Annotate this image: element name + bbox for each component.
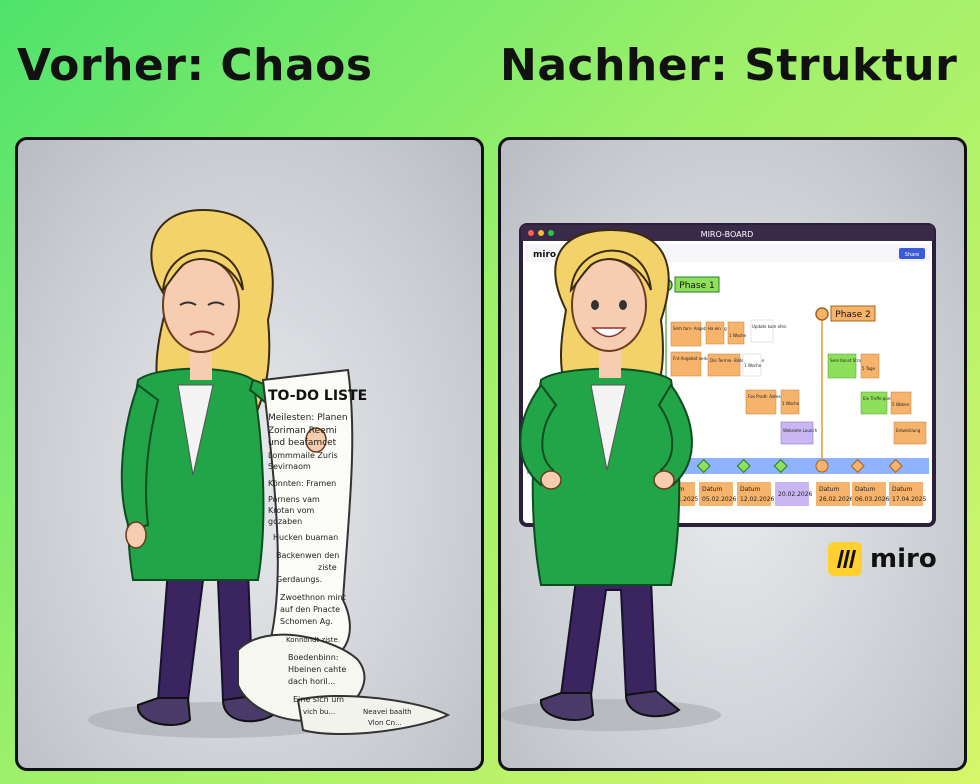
todo-line: Lommmaile Zuris bbox=[268, 451, 338, 460]
todo-line: Konnondt ziste. bbox=[286, 636, 340, 644]
date-value: 26.02.2026 bbox=[819, 496, 854, 503]
note-text: Update kam ofen bbox=[752, 324, 787, 329]
miro-wordmark: miro bbox=[870, 544, 937, 574]
todo-line: und beafamcet bbox=[268, 438, 337, 448]
date-label: Datum bbox=[819, 486, 839, 493]
note-text: Fox Prodt- Adresse bbox=[748, 394, 786, 399]
heading-before: Vorher: Chaos bbox=[17, 40, 373, 91]
note-text: 1 Woche bbox=[782, 401, 800, 406]
todo-line: Boedenbinn: bbox=[288, 653, 339, 662]
note-text: Smh tars- Angebot Auftrag bbox=[673, 326, 727, 331]
todo-line: dach horil... bbox=[288, 677, 335, 686]
sticky-note bbox=[707, 353, 741, 377]
sticky-note bbox=[670, 351, 702, 377]
sticky-note bbox=[742, 353, 762, 377]
sticky-note bbox=[860, 353, 880, 379]
note-text: 1 Woche bbox=[744, 363, 762, 368]
app-label[interactable]: miro bbox=[533, 250, 556, 260]
todo-line: Gerdaungs. bbox=[276, 575, 322, 584]
todo-line: Meilesten: Planen bbox=[268, 413, 348, 423]
todo-line: Könnten: Framen bbox=[268, 479, 336, 488]
miro-board-scene: MIRO-BOARD miro Share Phase 1 Phase 2 Sm… bbox=[501, 223, 936, 731]
note-text: Die Termin- Bilder zerstoen bbox=[710, 358, 765, 363]
todo-line: Schomen Ag. bbox=[280, 617, 333, 626]
phase2-label: Phase 2 bbox=[835, 310, 870, 320]
note-text: 5 Tage bbox=[862, 366, 876, 371]
confident-woman-illustration bbox=[501, 228, 721, 731]
date-value: 17.04.2025 bbox=[892, 496, 927, 503]
todo-line: ziste bbox=[318, 563, 337, 572]
date-row: Datum 23.01.2025 Datum 05.02.2026 Datum … bbox=[661, 482, 927, 506]
todo-line: Hbeinen cahte bbox=[288, 665, 346, 674]
note-text: Fnt Angebot verkaufen bbox=[673, 356, 719, 361]
share-button[interactable] bbox=[899, 248, 925, 259]
date-value: 06.03.2026 bbox=[855, 496, 890, 503]
sticky-note bbox=[780, 389, 800, 415]
sticky-note bbox=[780, 421, 814, 445]
note-text: Ein Treffe quelle bbox=[863, 396, 896, 401]
date-label: Datum bbox=[892, 486, 912, 493]
miro-logo: miro bbox=[828, 542, 937, 576]
todo-line: Sevirnaom bbox=[268, 462, 311, 471]
share-button-label: Share bbox=[905, 252, 919, 258]
todo-line: Eine sich um bbox=[293, 695, 344, 704]
sticky-note bbox=[827, 353, 857, 379]
sticky-note bbox=[750, 319, 774, 343]
note-text: Sere Konst Strategie bbox=[830, 358, 872, 363]
todo-line: vich bu... bbox=[303, 708, 335, 716]
date-value: 05.02.2026 bbox=[702, 496, 737, 503]
after-panel: MIRO-BOARD miro Share Phase 1 Phase 2 Sm… bbox=[498, 137, 967, 771]
todo-line: Neavei baalth bbox=[363, 708, 412, 716]
todo-line: Zwoethnon mint bbox=[280, 593, 346, 602]
miro-logo-icon bbox=[828, 542, 862, 576]
note-text: Ha ein bbox=[708, 326, 721, 331]
todo-title: TO-DO LISTE bbox=[268, 388, 367, 404]
sticky-note bbox=[745, 389, 777, 415]
before-panel: TO-DO LISTE Meilesten: Planen Zoriman Re… bbox=[15, 137, 484, 771]
sticky-note bbox=[670, 321, 702, 347]
date-value: 20.02.2026 bbox=[778, 491, 813, 498]
phase1-label: Phase 1 bbox=[679, 281, 714, 291]
heading-after: Nachher: Struktur bbox=[500, 40, 958, 91]
date-label: Datum bbox=[855, 486, 875, 493]
date-label: Datum bbox=[740, 486, 760, 493]
todo-line: Hucken buaman bbox=[273, 533, 338, 542]
timeline-milestones bbox=[660, 458, 903, 474]
date-value: 23.01.2025 bbox=[664, 496, 699, 503]
stressed-woman-illustration: TO-DO LISTE Meilesten: Planen Zoriman Re… bbox=[88, 208, 451, 738]
todo-line: Zoriman Reemi bbox=[268, 426, 337, 436]
window-title: MIRO-BOARD bbox=[701, 230, 754, 239]
note-text: Entwicklung bbox=[896, 428, 921, 433]
sticky-note bbox=[705, 321, 725, 345]
todo-line: Vlon Cn... bbox=[368, 719, 402, 727]
sticky-note bbox=[893, 421, 927, 445]
todo-line: auf den Pnacte bbox=[280, 605, 340, 614]
todo-line: Backenwen den bbox=[276, 551, 339, 560]
sticky-note bbox=[727, 321, 745, 345]
date-value: 12.02.2026 bbox=[740, 496, 775, 503]
sticky-note bbox=[860, 391, 888, 415]
todo-line: gozaben bbox=[268, 517, 302, 526]
date-label: Datum bbox=[702, 486, 722, 493]
note-text: Websiete Launch bbox=[783, 428, 818, 433]
note-text: 5 Woken bbox=[892, 402, 910, 407]
todo-line: Krotan vom bbox=[268, 506, 315, 515]
sticky-note bbox=[890, 391, 912, 415]
note-text: 1 Woche bbox=[729, 333, 747, 338]
todo-line: Pornens vam bbox=[268, 495, 320, 504]
